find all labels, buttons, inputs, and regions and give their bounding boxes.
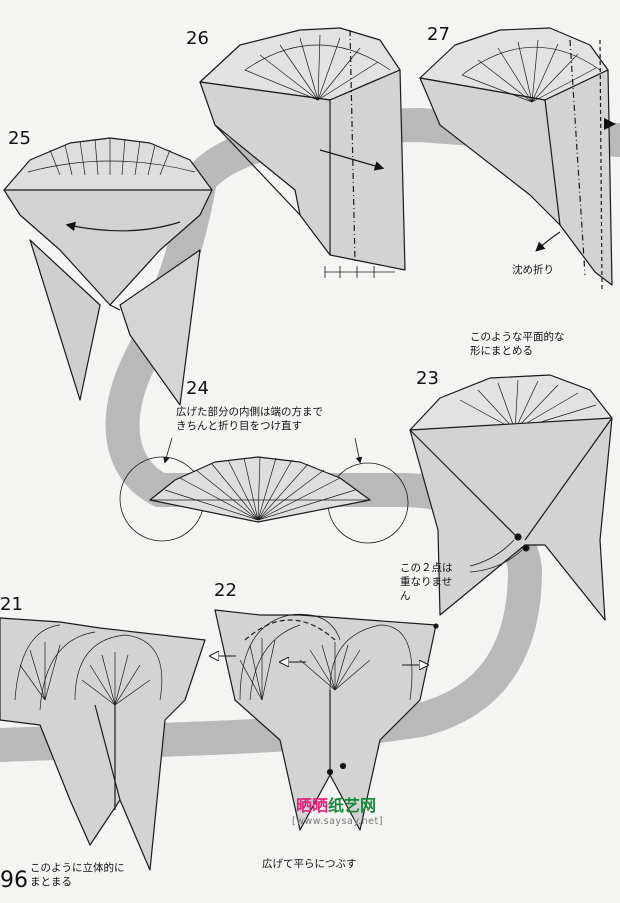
step-22-note: 広げて平らにつぶす <box>262 858 357 870</box>
step-24-model <box>119 437 409 544</box>
step-23-note-line1: このような平面的な <box>470 331 565 343</box>
step-21-model <box>0 617 206 871</box>
watermark-part1: 晒晒 <box>296 796 329 815</box>
step-27-number: 27 <box>427 24 450 45</box>
watermark-url: [www.saysay.net] <box>292 816 383 827</box>
step-23-note-line2: 形にまとめる <box>470 345 533 357</box>
page-number: 96 <box>0 868 28 893</box>
step-21-note-line1: このように立体的に <box>30 862 125 874</box>
step-24-note-line2: きちんと折り目をつけ直す <box>176 420 302 432</box>
step-26-number: 26 <box>186 28 209 49</box>
step-25-model <box>3 137 213 406</box>
step-21-number: 21 <box>0 594 23 615</box>
step-21-note-line2: まとまる <box>30 876 72 888</box>
watermark-part2: 纸艺网 <box>328 796 377 815</box>
sink-fold-note: 沈め折り <box>512 264 554 276</box>
step-23-model <box>409 374 613 621</box>
two-points-note-line2: 重なりませ <box>400 576 453 588</box>
step-25-number: 25 <box>8 128 31 149</box>
step-24-note-line1: 広げた部分の内側は端の方まで <box>176 406 323 418</box>
step-22-number: 22 <box>214 580 237 601</box>
step-23-number: 23 <box>416 368 439 389</box>
step-22-model <box>212 609 439 831</box>
step-27-model <box>419 27 616 291</box>
watermark-logo: 晒晒纸艺网 <box>296 792 376 816</box>
step-26-model <box>199 27 406 278</box>
two-points-note-line3: ん <box>400 590 411 602</box>
two-points-note-line1: この２点は <box>400 562 453 574</box>
step-24-number: 24 <box>186 378 209 399</box>
